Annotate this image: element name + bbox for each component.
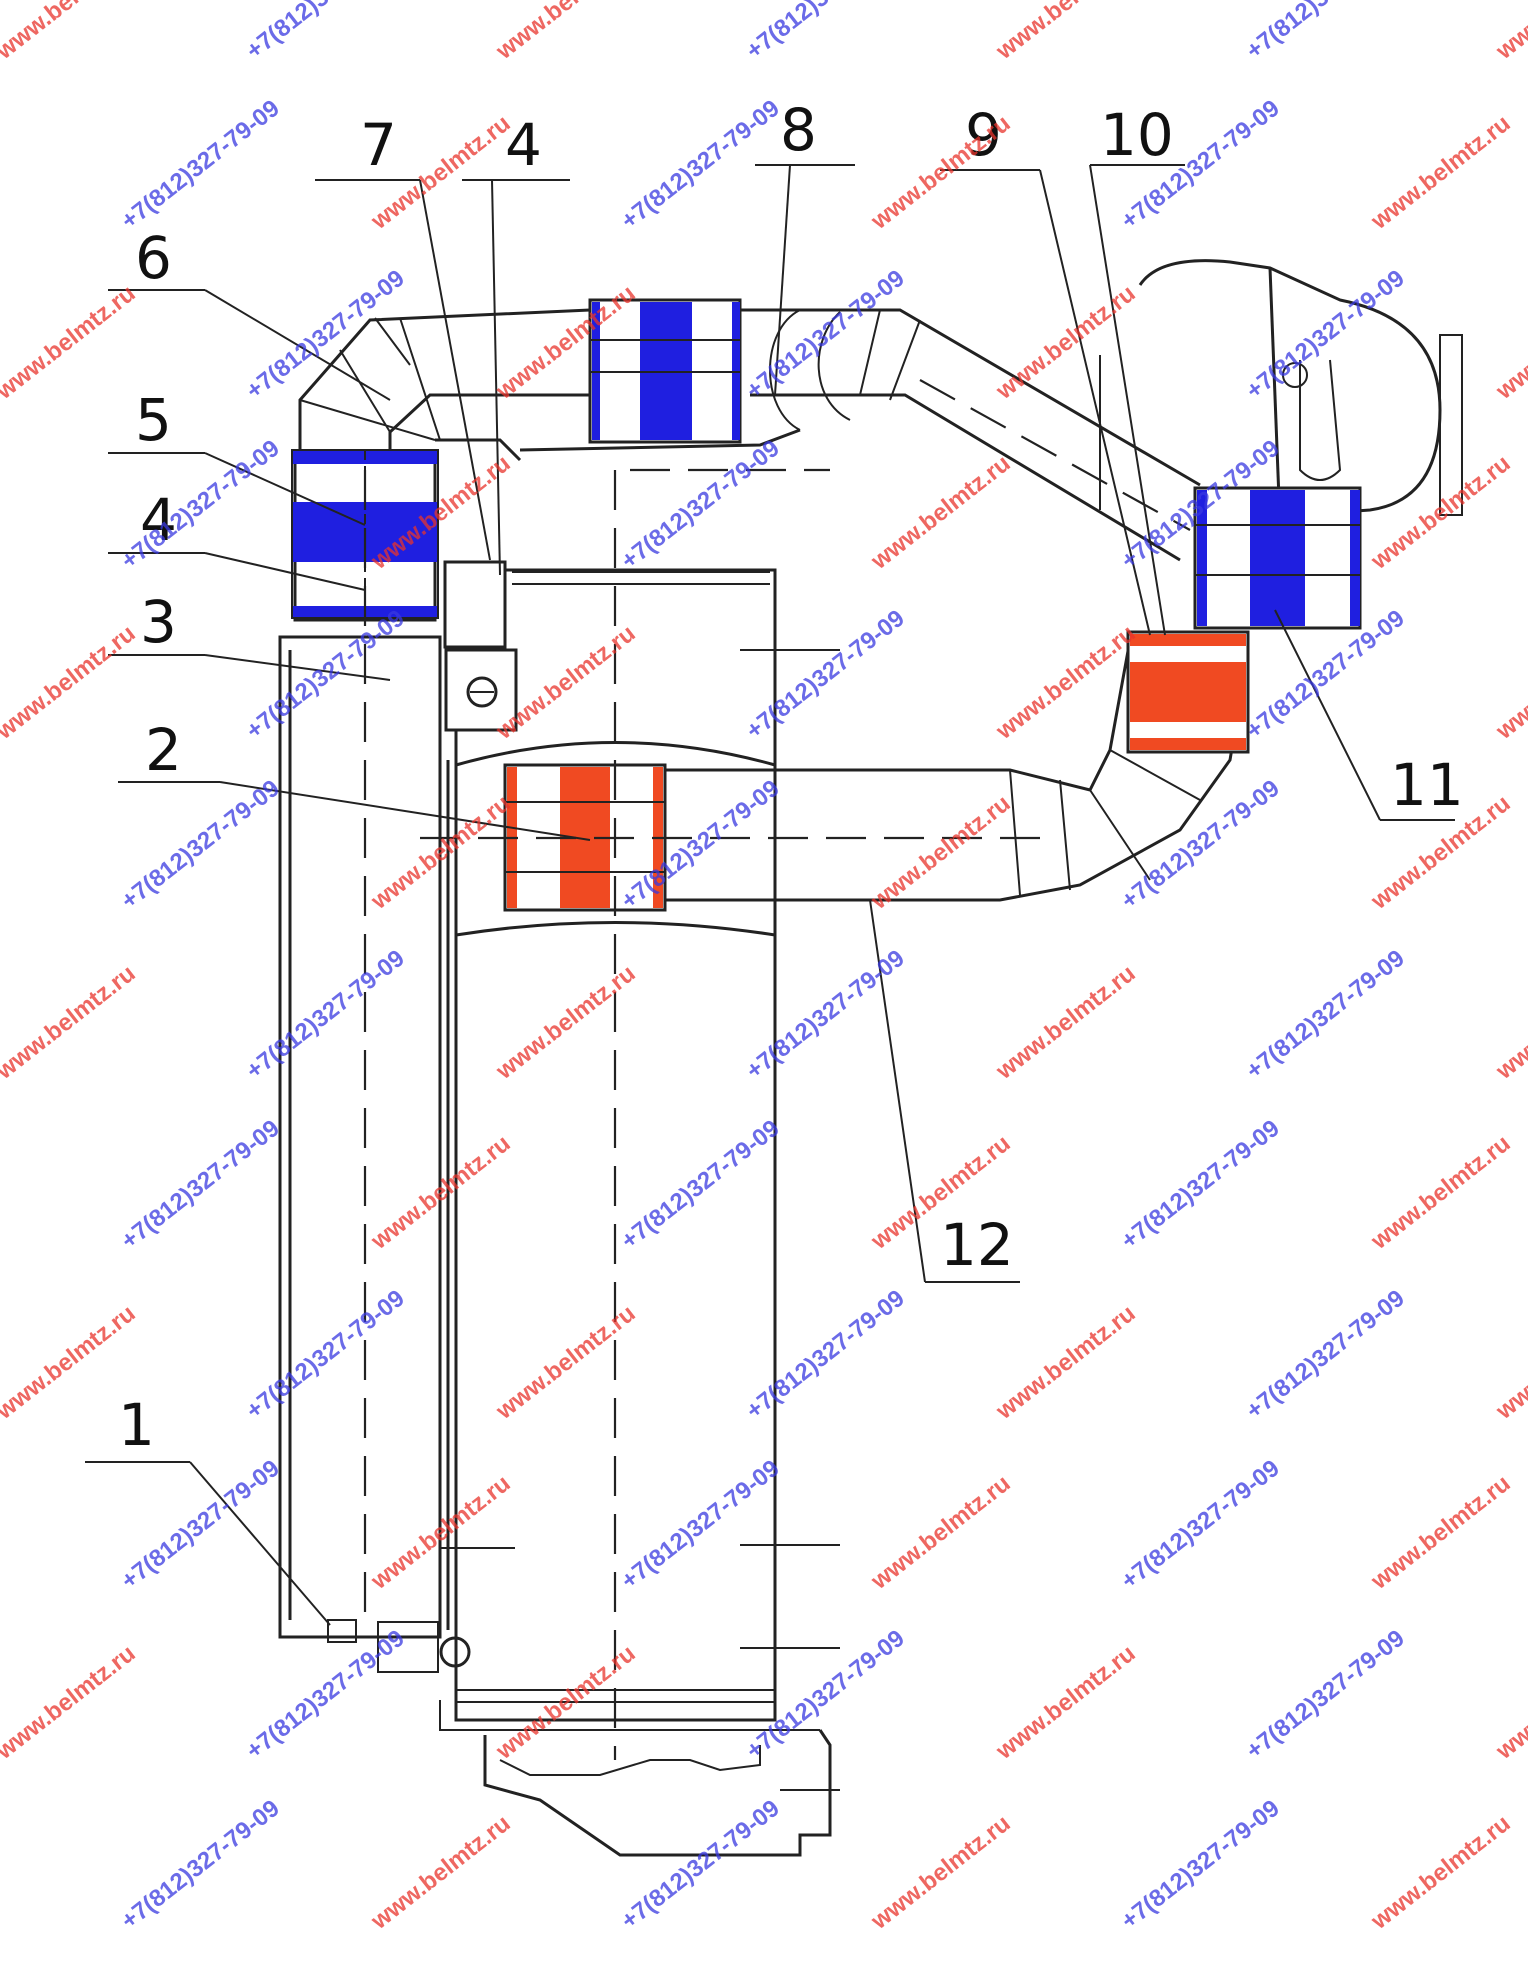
watermark-text: www.belmtz.ru — [865, 1810, 1015, 1936]
watermark-text: www.belmtz.ru — [865, 1470, 1015, 1596]
watermark-text: www.belmtz.ru — [1490, 960, 1528, 1086]
watermark-text: www.belmtz.ru — [1490, 1300, 1528, 1426]
watermark-text: www.belmtz.ru — [865, 790, 1015, 916]
side-tube — [278, 635, 471, 1673]
watermark-text: www.belmtz.ru — [1490, 0, 1528, 65]
callout-11: 11 — [1390, 751, 1464, 819]
callout-labels: 1 2 3 4 4 5 6 7 8 9 10 11 12 — [118, 96, 1464, 1459]
watermark-text: www.belmtz.ru — [990, 1300, 1140, 1426]
watermark-text: +7(812)327-79-09 — [616, 435, 785, 575]
watermark-text: +7(812)327-79-09 — [1241, 265, 1410, 405]
watermark-text: +7(812)327-79-09 — [616, 1795, 785, 1935]
watermark-text: +7(812)327-79-09 — [741, 265, 910, 405]
watermark-text: +7(812)327-79-09 — [116, 1115, 285, 1255]
dust-cup — [483, 1729, 840, 1857]
watermark-text: www.belmtz.ru — [365, 1810, 515, 1936]
hose-clamp-11 — [1193, 486, 1362, 630]
mounting-bracket — [443, 560, 518, 732]
callout-5: 5 — [135, 386, 172, 454]
watermark-text: www.belmtz.ru — [1365, 110, 1515, 236]
watermark-text: +7(812)327-79-09 — [116, 95, 285, 235]
watermark-text: www.belmtz.ru — [865, 110, 1015, 236]
watermark-text: +7(812)327-79-09 — [1241, 945, 1410, 1085]
watermark-text: www.belmtz.ru — [990, 1640, 1140, 1766]
callout-4-left: 4 — [140, 486, 177, 554]
hose-clamp-center — [588, 298, 742, 444]
watermark-text: +7(812)327-79-09 — [741, 0, 910, 65]
watermark-text: www.belmtz.ru — [1490, 280, 1528, 406]
callout-10: 10 — [1100, 101, 1174, 169]
watermark-text: www.belmtz.ru — [0, 1640, 141, 1766]
watermark-text: www.belmtz.ru — [0, 960, 141, 1086]
callout-4-top: 4 — [505, 111, 542, 179]
watermark-text: +7(812)327-79-09 — [116, 1455, 285, 1595]
watermark-text: +7(812)327-79-09 — [116, 775, 285, 915]
watermark-text: www.belmtz.ru — [0, 620, 141, 746]
watermark-text: www.belmtz.ru — [1365, 1130, 1515, 1256]
watermark-text: www.belmtz.ru — [990, 0, 1140, 65]
hose-clamp-red-right — [1126, 630, 1250, 754]
watermark-text: www.belmtz.ru — [1365, 1470, 1515, 1596]
watermark-text: www.belmtz.ru — [990, 620, 1140, 746]
watermark-text: www.belmtz.ru — [0, 280, 141, 406]
watermark-text: +7(812)327-79-09 — [1241, 1285, 1410, 1425]
watermark-text: +7(812)327-79-09 — [1116, 1115, 1285, 1255]
watermark-text: www.belmtz.ru — [1490, 1640, 1528, 1766]
watermark-text: +7(812)327-79-09 — [116, 1795, 285, 1935]
watermark-text: www.belmtz.ru — [990, 960, 1140, 1086]
watermark-text: +7(812)327-79-09 — [1241, 1625, 1410, 1765]
watermark-text: www.belmtz.ru — [1490, 620, 1528, 746]
turbocharger — [1099, 259, 1463, 526]
watermark-text: +7(812)327-79-09 — [241, 0, 410, 65]
watermark-text: +7(812)327-79-09 — [1241, 0, 1410, 65]
leader-lines — [85, 164, 1455, 1626]
watermark-text: +7(812)327-79-09 — [241, 1625, 410, 1765]
watermark-text: +7(812)327-79-09 — [241, 265, 410, 405]
callout-1: 1 — [118, 1391, 155, 1459]
callout-9: 9 — [965, 101, 1002, 169]
watermark-text: www.belmtz.ru — [0, 0, 141, 65]
watermark-text: www.belmtz.ru — [490, 0, 640, 65]
callout-2: 2 — [145, 716, 182, 784]
watermark-text: +7(812)327-79-09 — [1116, 1795, 1285, 1935]
watermark-text: +7(812)327-79-09 — [1116, 1455, 1285, 1595]
callout-7: 7 — [360, 111, 397, 179]
callout-12: 12 — [940, 1211, 1014, 1279]
callout-8: 8 — [780, 96, 817, 164]
watermark-text: www.belmtz.ru — [1365, 1810, 1515, 1936]
callout-6: 6 — [135, 224, 172, 292]
callout-3: 3 — [140, 588, 177, 656]
watermark-text: www.belmtz.ru — [865, 450, 1015, 576]
watermark-text: +7(812)327-79-09 — [1116, 775, 1285, 915]
